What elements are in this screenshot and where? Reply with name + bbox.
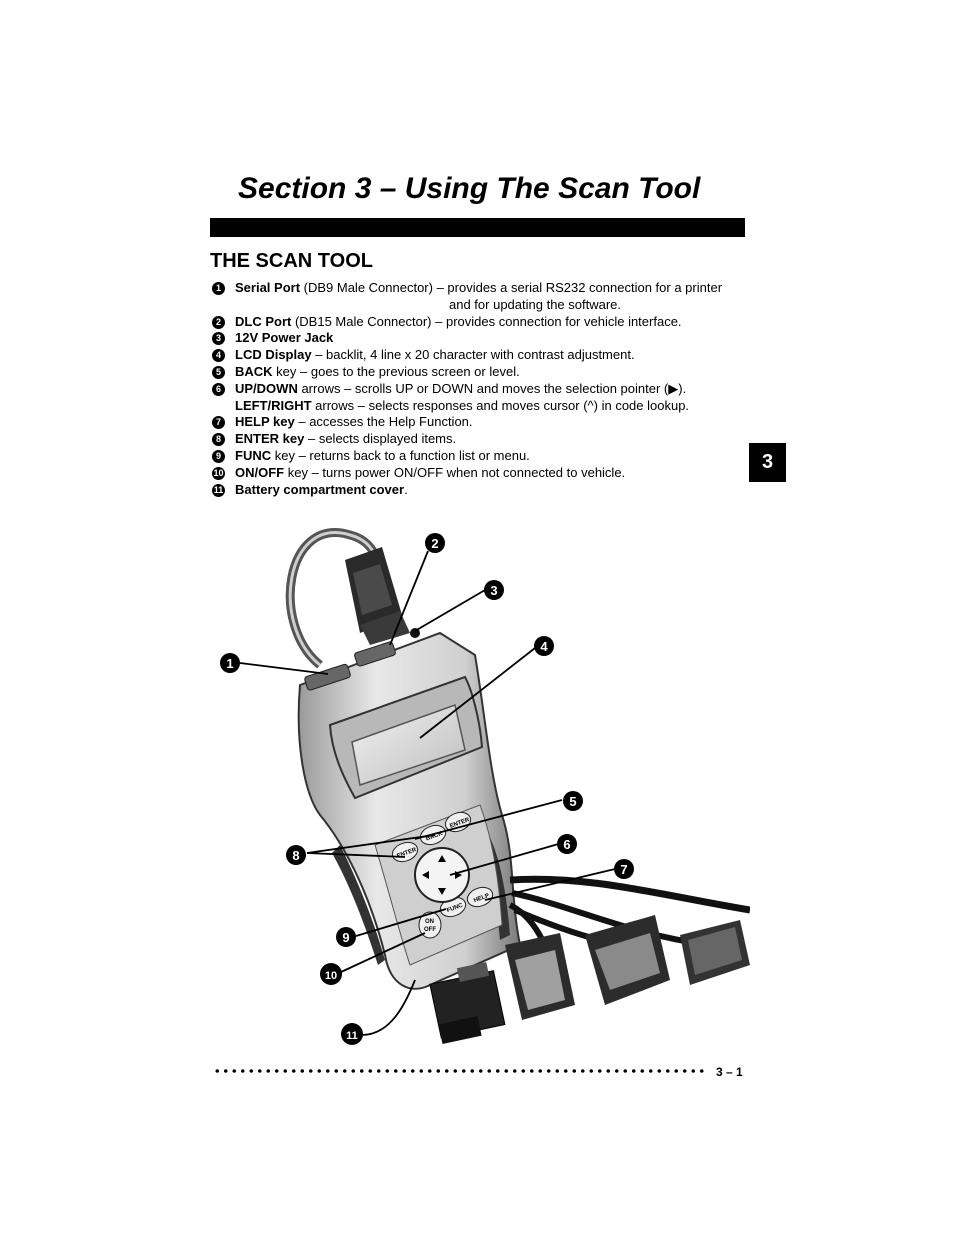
adapter-plug-1: [505, 933, 575, 1020]
obd-adapter: [680, 920, 750, 985]
item-desc: – selects displayed items.: [304, 431, 457, 447]
item-desc: – backlit, 4 line x 20 character with co…: [311, 347, 635, 363]
callout-7: 7: [620, 862, 627, 877]
list-item-enter-key: 8 ENTER key – selects displayed items.: [212, 431, 742, 448]
component-list: 1 Serial Port (DB9 Male Connector) – pro…: [212, 280, 742, 498]
page-number: 3 – 1: [716, 1065, 743, 1079]
scan-tool-photo: BACK ENTER ENTER FUNC HELP ON OFF: [220, 528, 750, 1045]
back-key-label: BACK: [425, 831, 444, 843]
item-subline: LEFT/RIGHT arrows – selects responses an…: [235, 398, 742, 415]
item-term: LEFT/RIGHT: [235, 397, 312, 413]
list-item-lcd-display: 4 LCD Display – backlit, 4 line x 20 cha…: [212, 347, 742, 364]
leader-lines: [239, 550, 616, 1036]
item-number: 11: [212, 483, 225, 497]
item-number: 2: [212, 315, 225, 329]
item-desc: key – turns power ON/OFF when not connec…: [284, 464, 626, 480]
item-term: DLC Port: [235, 313, 292, 329]
section-heading: THE SCAN TOOL: [210, 250, 373, 272]
item-desc: – accesses the Help Function.: [294, 414, 473, 430]
item-number: 5: [212, 365, 225, 379]
item-desc: arrows – selects responses and moves cur…: [311, 397, 690, 413]
callout-2: 2: [431, 536, 438, 551]
db9-connector-plug: [345, 547, 410, 645]
item-number: 6: [212, 382, 225, 396]
list-item-arrows: 6 UP/DOWN arrows – scrolls UP or DOWN an…: [212, 381, 742, 415]
list-item-help-key: 7 HELP key – accesses the Help Function.: [212, 414, 742, 431]
item-term: Serial Port: [235, 280, 301, 295]
item-desc: (DB9 Male Connector) – provides a serial…: [300, 280, 723, 295]
item-number: 8: [212, 433, 225, 447]
item-term: UP/DOWN: [235, 380, 298, 396]
list-item-back-key: 5 BACK key – goes to the previous screen…: [212, 364, 742, 381]
callout-6: 6: [563, 837, 570, 852]
item-term: 12V Power Jack: [235, 330, 334, 346]
adapter-plug-2: [585, 915, 670, 1005]
list-item-serial-port: 1 Serial Port (DB9 Male Connector) – pro…: [212, 280, 742, 314]
item-number: 4: [212, 349, 225, 363]
help-key: [466, 886, 494, 908]
page-title: Section 3 – Using The Scan Tool: [238, 172, 701, 205]
list-item-func-key: 9 FUNC key – returns back to a function …: [212, 448, 742, 465]
list-item-dlc-port: 2 DLC Port (DB15 Male Connector) – provi…: [212, 314, 742, 331]
footer-dotted-rule: [213, 1066, 708, 1076]
item-number: 3: [212, 332, 225, 346]
help-key-label: HELP: [473, 893, 490, 904]
callout-4: 4: [540, 639, 548, 654]
item-term: ENTER key: [235, 431, 305, 447]
power-relay-plug: [429, 962, 506, 1044]
item-number: 7: [212, 416, 225, 430]
item-term: FUNC: [235, 447, 272, 463]
off-key-label: OFF: [424, 927, 436, 933]
item-desc-cont: and for updating the software.: [449, 296, 622, 312]
item-number: 10: [212, 466, 225, 480]
func-key-label: FUNC: [446, 903, 464, 915]
item-desc: key – goes to the previous screen or lev…: [272, 363, 520, 379]
callout-8: 8: [292, 848, 299, 863]
list-item-power-jack: 3 12V Power Jack: [212, 330, 742, 347]
arrow-pad: [414, 847, 470, 903]
item-term: ON/OFF: [235, 464, 285, 480]
section-tab: 3: [749, 443, 786, 482]
onoff-key: [418, 911, 442, 939]
callout-5: 5: [569, 794, 576, 809]
item-desc: (DB15 Male Connector) – provides connect…: [291, 313, 682, 329]
scan-tool-body: BACK ENTER ENTER FUNC HELP ON OFF: [297, 628, 522, 990]
item-desc: key – returns back to a function list or…: [271, 447, 530, 463]
list-item-onoff-key: 10 ON/OFF key – turns power ON/OFF when …: [212, 465, 742, 482]
item-term: BACK: [235, 363, 273, 379]
callout-11: 11: [346, 1030, 358, 1042]
item-desc: arrows – scrolls UP or DOWN and moves th…: [297, 380, 687, 396]
item-number: 1: [212, 282, 225, 295]
title-rule: [210, 218, 745, 237]
item-term: Battery compartment cover: [235, 481, 405, 497]
callout-9: 9: [342, 930, 349, 945]
callout-1: 1: [226, 656, 233, 671]
item-term: LCD Display: [235, 347, 312, 363]
item-term: HELP key: [235, 414, 295, 430]
item-desc: .: [404, 481, 408, 497]
callout-10: 10: [325, 970, 337, 982]
list-item-battery-cover: 11 Battery compartment cover.: [212, 482, 742, 499]
callout-3: 3: [490, 583, 497, 598]
item-number: 9: [212, 449, 225, 463]
on-key-label: ON: [425, 919, 434, 925]
